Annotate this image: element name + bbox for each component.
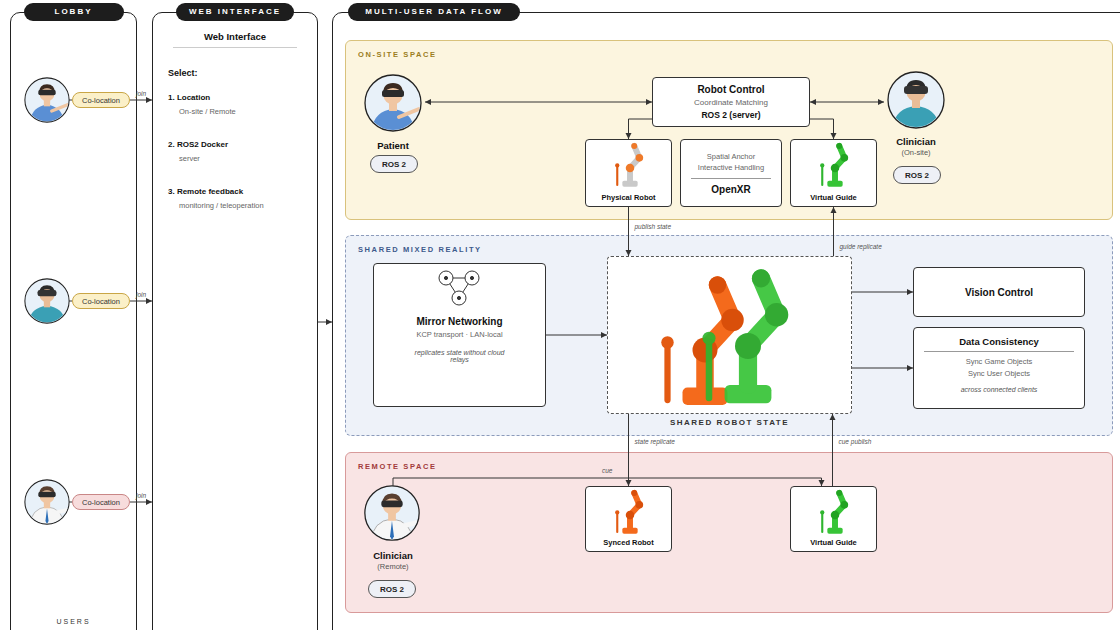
node-text: Select: [168, 68, 317, 78]
process-box: Data ConsistencySync Game ObjectsSync Us… [913, 327, 1085, 409]
node-text: Physical Robot [601, 193, 655, 202]
user-avatar: Patient [361, 75, 425, 153]
edge-label-holder: cue [602, 467, 612, 474]
node-text: MULTI-USER DATA FLOW [348, 3, 520, 21]
node-text: On-site / Remote [179, 107, 317, 116]
node-text: ROS 2 [380, 585, 404, 594]
node-text: Robot Control [697, 84, 764, 95]
node-text: monitoring / teleoperation [179, 201, 317, 210]
edge-label: cue [602, 467, 612, 474]
edge-label: join [136, 90, 146, 97]
edge-label: publish state [635, 223, 672, 230]
node-text: Vision Control [965, 287, 1033, 298]
node-text: server [179, 154, 317, 163]
process-box: Robot ControlCoordinate MatchingROS 2 (s… [652, 77, 810, 127]
edge-label-holder: cue publish [839, 438, 872, 445]
node-text: Spatial Anchor [707, 152, 755, 161]
ros-pill: ROS 2 [370, 155, 418, 173]
node-text: Patient [377, 140, 409, 151]
edge-label-holder: guide replicate [840, 243, 882, 250]
node-text: Coordinate Matching [694, 98, 768, 107]
space-band: REMOTE SPACE Clinician(Remote) ROS 2 Synced… [345, 452, 1113, 613]
node-text: LOBBY [24, 3, 124, 21]
ros-pill: ROS 2 [368, 580, 416, 598]
node-text: Sync Game Objects [966, 357, 1033, 366]
node-text: USERS [11, 618, 136, 625]
ros-pill: ROS 2 [893, 166, 941, 184]
robot-box: Synced Robot [585, 486, 672, 552]
node-text: REMOTE SPACE [358, 462, 1100, 471]
process-box: Spatial AnchorInteractive HandlingOpenXR [680, 139, 782, 207]
user-avatar: Clinician(On-site) [884, 72, 948, 162]
node-text: Sync User Objects [968, 369, 1030, 378]
state-box: SHARED ROBOT STATE [607, 256, 852, 414]
edge-label: join [136, 291, 146, 298]
edge-label-holder: state replicate [635, 438, 675, 445]
node-text: Co-location [82, 297, 120, 306]
process-box: Mirror NetworkingKCP transport · LAN-loc… [373, 263, 546, 407]
colocation-pill: Co-location [72, 92, 130, 108]
process-box: Vision Control [913, 267, 1085, 317]
edge-label-holder: join [136, 291, 146, 298]
robot-box: Physical Robot [585, 139, 672, 207]
node-text: Virtual Guide [810, 538, 857, 547]
connector [318, 319, 332, 325]
node-text: KCP transport · LAN-local [416, 330, 502, 339]
node-text: Co-location [82, 498, 120, 507]
lobby-panel: LOBBYUSERSCo-locationCo-locationCo-locat… [10, 12, 137, 630]
flow-panel: MULTI-USER DATA FLOWON-SITE SPACEPatient… [332, 12, 1120, 630]
user-avatar: Clinician(Remote) [361, 486, 425, 576]
node-text: Synced Robot [603, 538, 653, 547]
colocation-pill: Co-location [72, 293, 130, 309]
node-text: Mirror Networking [416, 316, 502, 327]
node-text: ON-SITE SPACE [358, 50, 1100, 59]
node-text: Clinician [373, 550, 413, 561]
space-band: SHARED MIXED REALITY Mirror NetworkingKCP… [345, 235, 1113, 436]
node-text: SHARED ROBOT STATE [670, 418, 789, 427]
edge-label-holder: publish state [635, 223, 672, 230]
connector-line [318, 322, 332, 323]
space-band: ON-SITE SPACE PatientROS 2 Robot ControlCo… [345, 40, 1113, 220]
edge-label: cue publish [839, 438, 872, 445]
node-text: Data Consistency [924, 336, 1074, 352]
node-text: replicates state without cloud relays [405, 349, 515, 363]
node-text: OpenXR [691, 178, 771, 195]
node-text: across connected clients [961, 386, 1038, 393]
node-text: ROS 2 (server) [701, 110, 760, 120]
node-text: ROS 2 [905, 171, 929, 180]
node-text: Interactive Handling [698, 163, 764, 172]
edge-label: guide replicate [840, 243, 882, 250]
robot-box: Virtual Guide [790, 139, 877, 207]
node-text: ROS 2 [382, 160, 406, 169]
node-text: Virtual Guide [810, 193, 857, 202]
node-text: 2. ROS2 Docker [168, 140, 317, 149]
node-text: (On-site) [901, 148, 930, 157]
node-text: WEB INTERFACE [176, 3, 294, 21]
edge-label-holder: join [136, 492, 146, 499]
node-text: Clinician [896, 136, 936, 147]
edge-label: join [136, 492, 146, 499]
node-text: 3. Remote feedback [168, 187, 317, 196]
node-text: Web Interface [173, 31, 297, 48]
node-text: SHARED MIXED REALITY [358, 245, 1100, 254]
web-panel: WEB INTERFACEWeb InterfaceSelect:1. Loca… [152, 12, 318, 630]
robot-box: Virtual Guide [790, 486, 877, 552]
node-text: 1. Location [168, 93, 317, 102]
colocation-pill: Co-location [72, 494, 130, 510]
edge-label-holder: join [136, 90, 146, 97]
node-text: (Remote) [377, 562, 408, 571]
edge-label: state replicate [635, 438, 675, 445]
node-text: Co-location [82, 96, 120, 105]
